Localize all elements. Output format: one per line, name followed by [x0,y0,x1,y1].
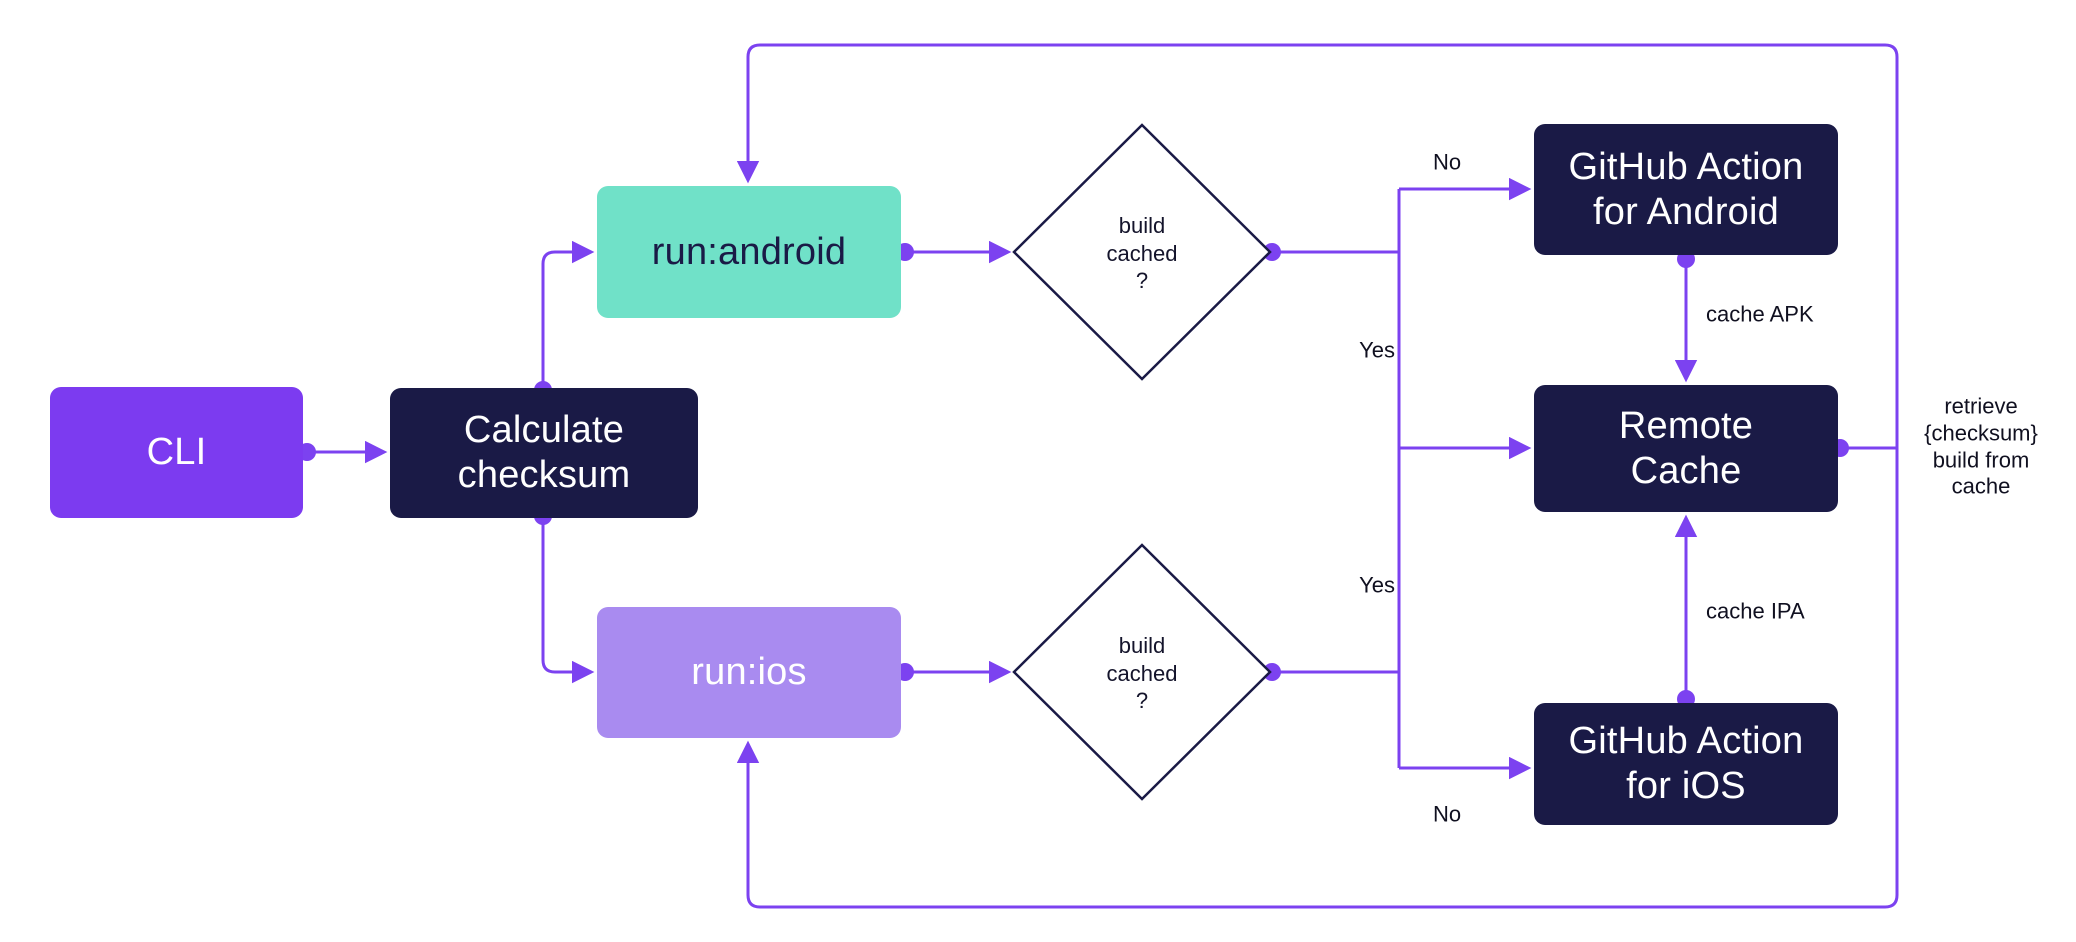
dot-decision-ios-out [1263,663,1281,681]
decision-android-label: build cached ? [1106,212,1178,293]
loop-bottom-to-run-ios [736,448,1899,909]
decision-android-shape [1012,123,1272,381]
edge-label-no-android: No [1432,149,1462,175]
edge-checksum-to-run-android [541,240,595,386]
edge-label-no-ios: No [1432,801,1462,827]
decision-ios-shape [1012,543,1272,801]
node-remote-cache: Remote Cache [1534,385,1838,512]
node-calculate-checksum: Calculate checksum [390,388,698,518]
dot-decision-android-out [1263,243,1281,261]
node-cli: CLI [50,387,303,518]
edge-label-retrieve-from-cache: retrieve {checksum} build from cache [1924,393,2038,499]
node-run-ios: run:ios [597,607,901,738]
node-run-android: run:android [597,186,901,318]
loop-top-to-run-android [736,43,1899,448]
node-github-action-ios: GitHub Action for iOS [1534,703,1838,825]
edge-checksum-to-run-ios [541,520,595,684]
node-github-action-android: GitHub Action for Android [1534,124,1838,255]
edge-label-yes-ios: Yes [1359,572,1395,598]
edge-label-yes-android: Yes [1359,337,1395,363]
edge-label-cache-ipa: cache IPA [1706,598,1805,624]
decision-ios-label: build cached ? [1106,632,1178,713]
edge-label-cache-apk: cache APK [1706,301,1814,327]
